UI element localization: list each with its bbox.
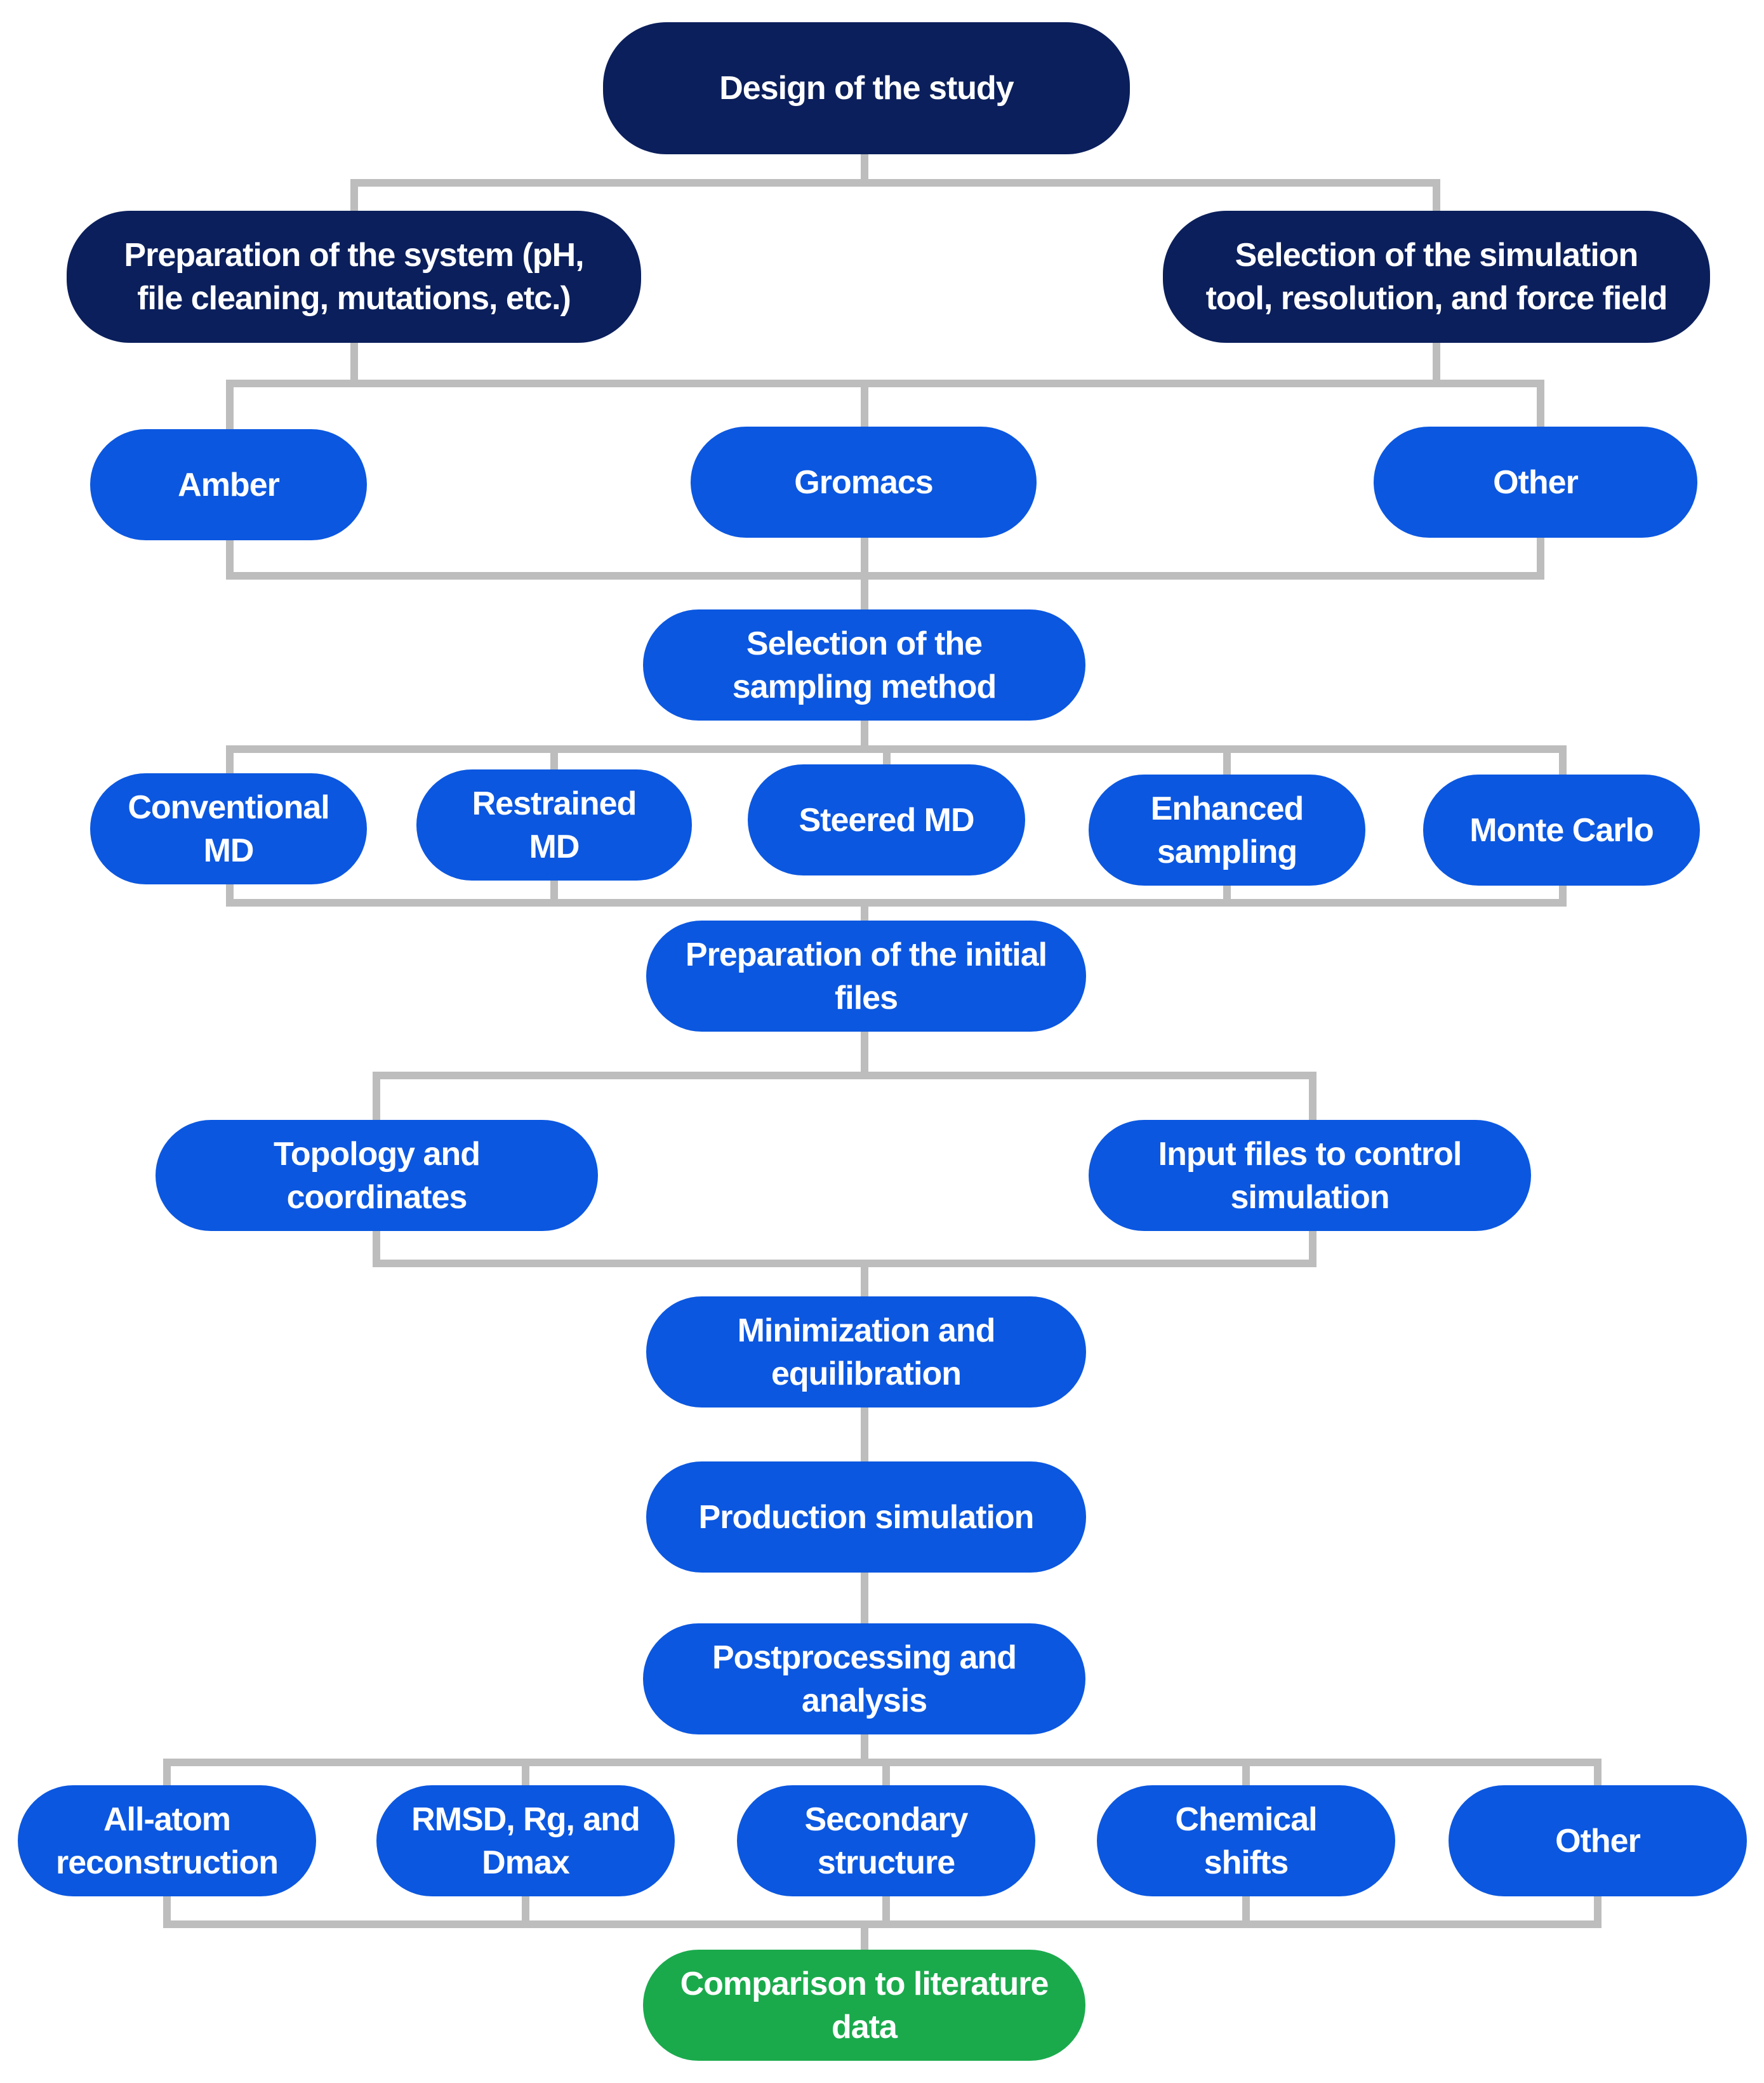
- connector-tools-merge: [226, 538, 1544, 609]
- node-conventional-md: Conventional MD: [90, 773, 367, 884]
- node-preparation-of-system: Preparation of the system (pH, file clea…: [67, 211, 641, 343]
- connector-sampling-split: [226, 721, 1567, 775]
- node-amber: Amber: [90, 429, 367, 540]
- connector-files-merge: [373, 1231, 1316, 1296]
- node-selection-of-simulation-tool: Selection of the simulation tool, resolu…: [1163, 211, 1710, 343]
- node-selection-of-sampling-method: Selection of the sampling method: [643, 609, 1085, 721]
- node-production-simulation: Production simulation: [646, 1461, 1086, 1573]
- node-all-atom-reconstruction: All-atom reconstruction: [18, 1785, 316, 1896]
- node-chemical-shifts: Chemical shifts: [1097, 1785, 1395, 1896]
- node-restrained-md: Restrained MD: [416, 769, 692, 881]
- node-other-analysis: Other: [1449, 1785, 1747, 1896]
- node-monte-carlo: Monte Carlo: [1423, 775, 1700, 886]
- node-steered-md: Steered MD: [748, 764, 1025, 875]
- node-input-files-to-control-simulation: Input files to control simulation: [1089, 1120, 1531, 1231]
- node-preparation-of-initial-files: Preparation of the initial files: [646, 921, 1086, 1032]
- node-minimization-and-equilibration: Minimization and equilibration: [646, 1296, 1086, 1408]
- connector-post-split: [163, 1734, 1602, 1785]
- node-comparison-to-literature-data: Comparison to literature data: [643, 1950, 1085, 2061]
- node-postprocessing-and-analysis: Postprocessing and analysis: [643, 1623, 1085, 1734]
- connector-methods-merge: [226, 881, 1567, 921]
- node-rmsd-rg-dmax: RMSD, Rg, and Dmax: [376, 1785, 675, 1896]
- connector-prepinitial-split: [373, 1032, 1316, 1120]
- node-enhanced-sampling: Enhanced sampling: [1089, 775, 1365, 886]
- node-secondary-structure: Secondary structure: [737, 1785, 1035, 1896]
- node-design-of-the-study: Design of the study: [603, 22, 1130, 154]
- node-topology-and-coordinates: Topology and coordinates: [156, 1120, 598, 1231]
- connector-design-split: [350, 154, 1440, 211]
- node-other-tool: Other: [1374, 427, 1697, 538]
- node-gromacs: Gromacs: [691, 427, 1037, 538]
- connector-analyses-merge: [163, 1896, 1602, 1950]
- connector-level1-merge: [226, 343, 1544, 429]
